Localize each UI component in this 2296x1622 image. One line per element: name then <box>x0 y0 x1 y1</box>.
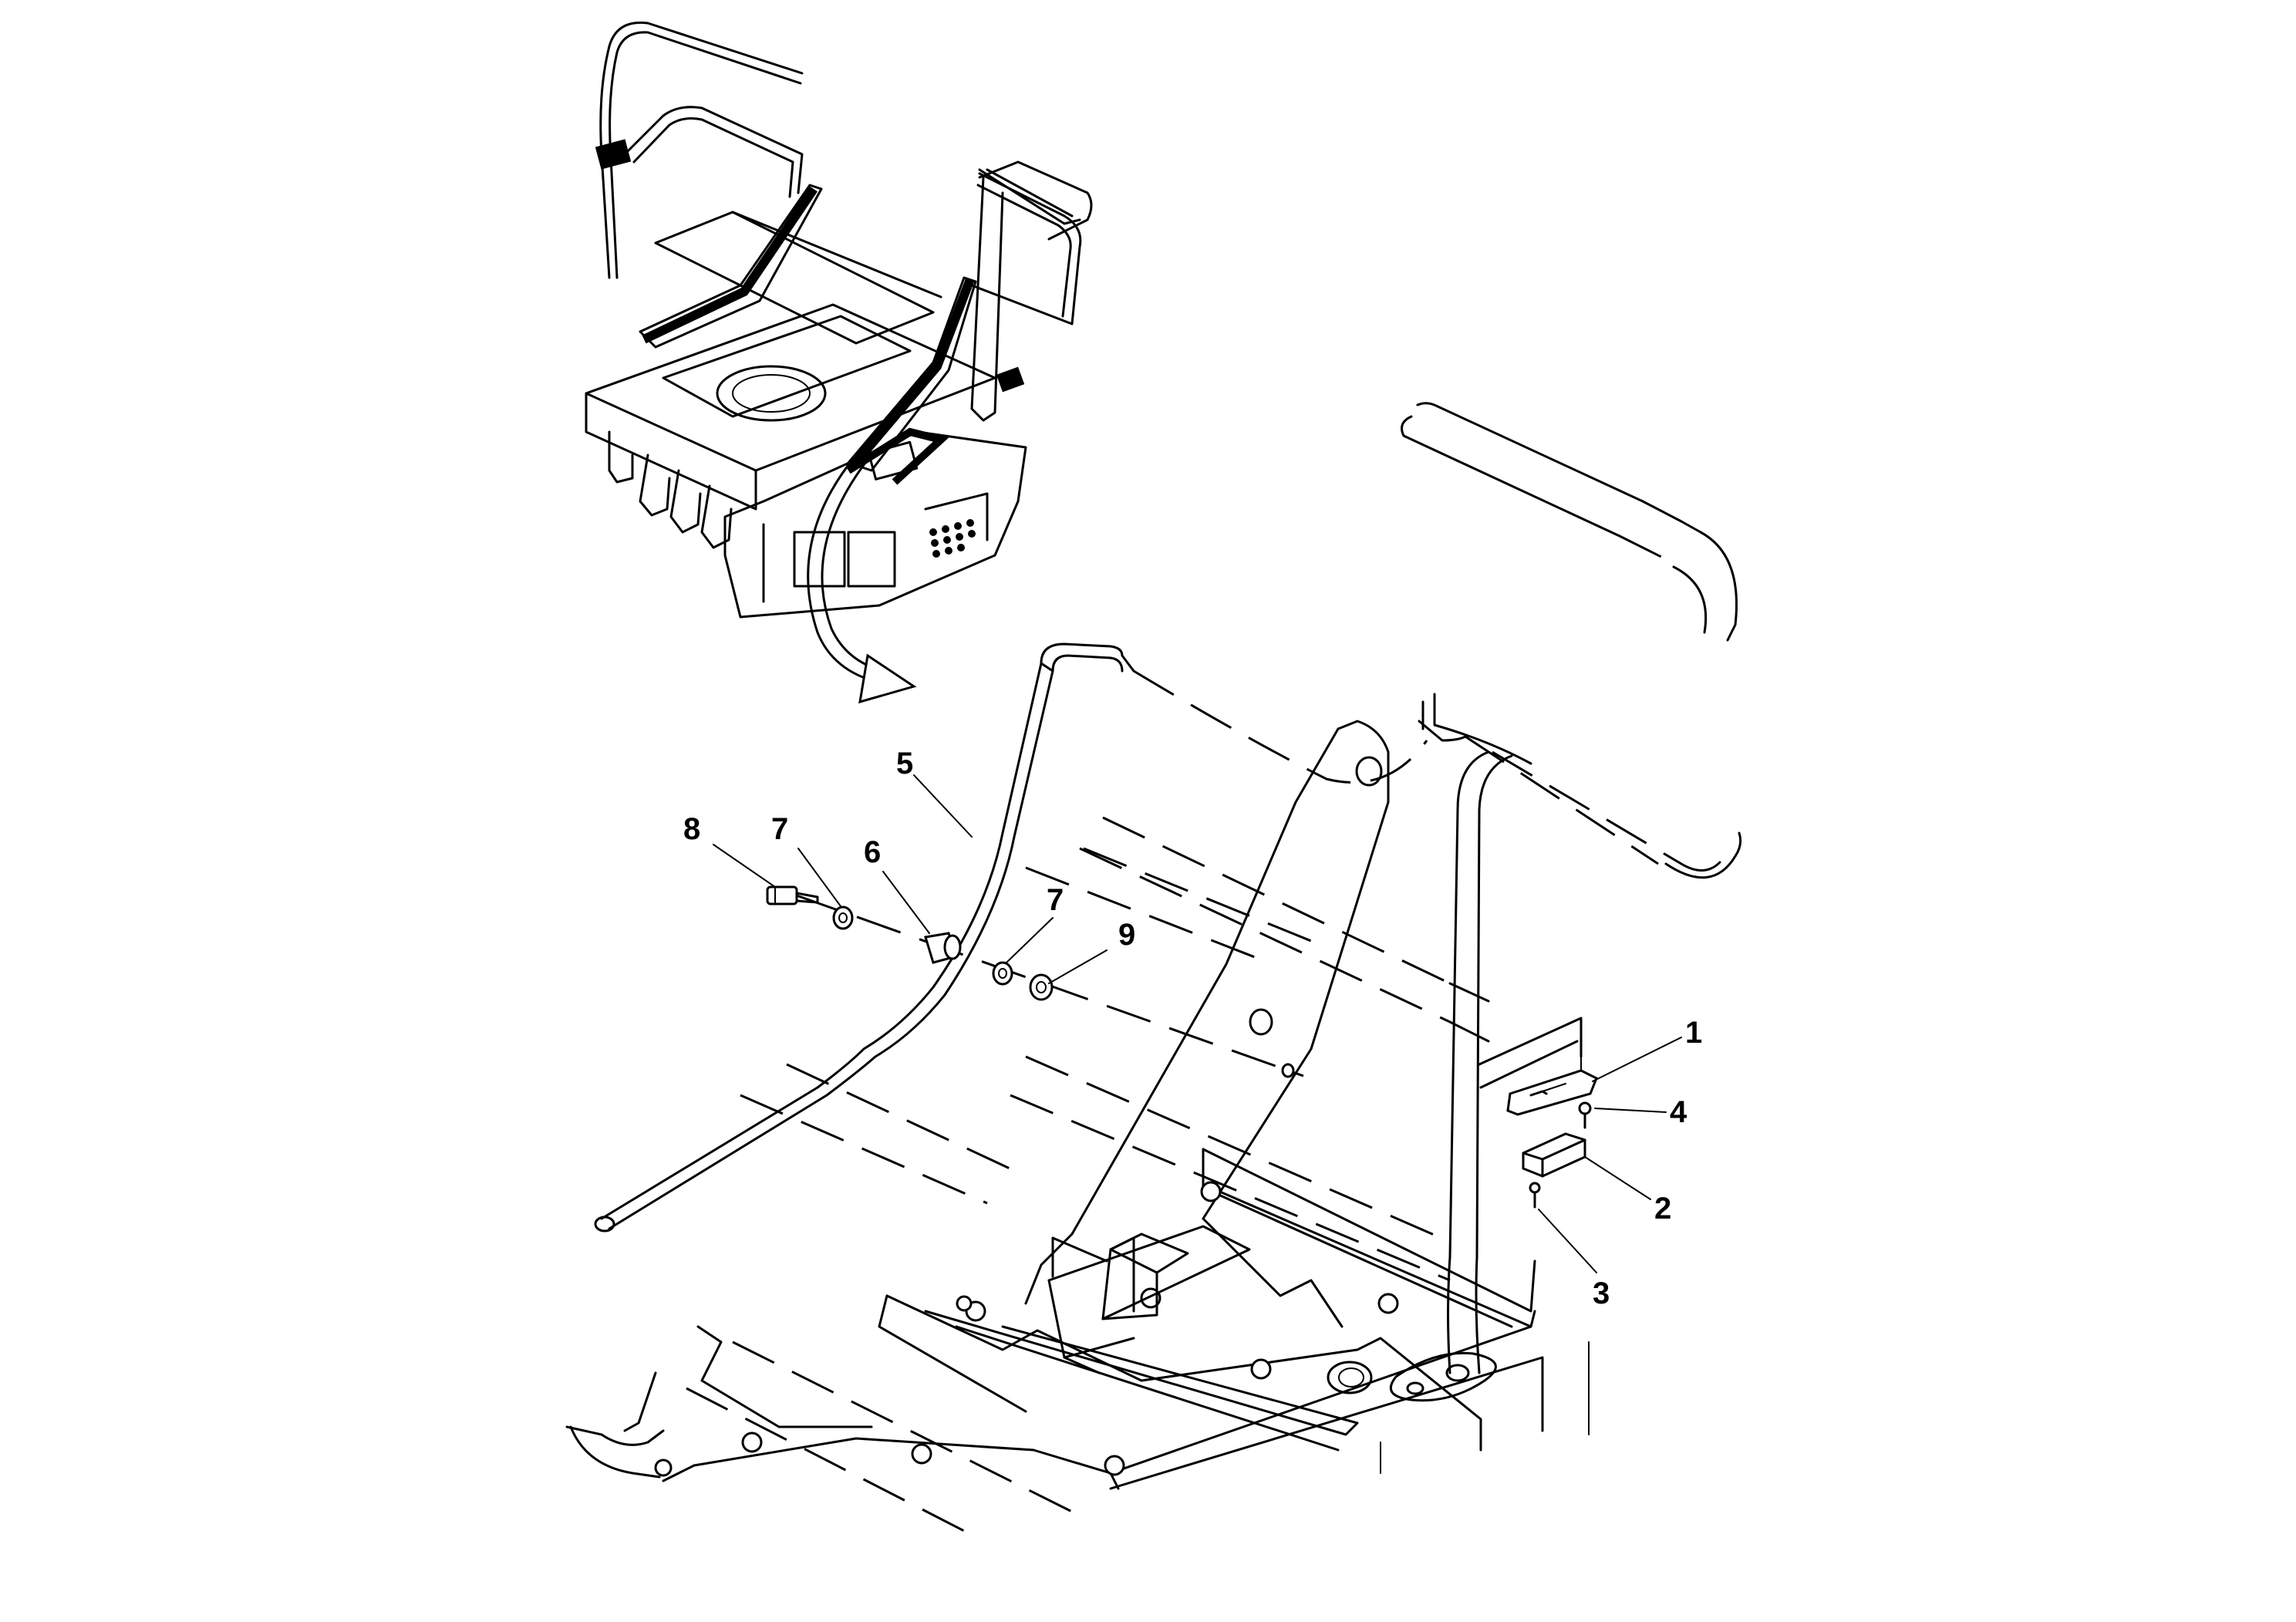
screw-part-3 <box>1529 1182 1541 1209</box>
callout-9: 9 <box>1118 918 1135 952</box>
mount-block-part-2 <box>1522 1132 1586 1178</box>
callout-4: 4 <box>1670 1095 1687 1129</box>
callout-6: 6 <box>864 835 881 869</box>
callout-3: 3 <box>1593 1276 1610 1310</box>
washer-part-7b <box>992 961 1013 986</box>
callout-leaders <box>713 774 1682 1273</box>
inset-machine-view <box>585 21 1093 704</box>
rod-part-5 <box>594 642 1135 1233</box>
callout-5: 5 <box>896 747 913 781</box>
screw-part-4 <box>1578 1101 1592 1129</box>
nut-part-9 <box>1029 973 1054 1001</box>
callout-7-right: 7 <box>1047 883 1064 917</box>
main-detail-view <box>565 402 1742 1536</box>
callout-1: 1 <box>1685 1016 1702 1050</box>
callout-8: 8 <box>683 812 700 846</box>
bolt-part-8 <box>766 885 819 905</box>
bracket-plate-part-1 <box>1506 1069 1598 1116</box>
keypad-grid <box>929 519 976 558</box>
washer-part-7a <box>832 905 854 930</box>
sleeve-part-6 <box>924 932 962 964</box>
base-bolts <box>654 1181 1399 1477</box>
callout-2: 2 <box>1654 1192 1671 1226</box>
callout-labels: 1 2 3 4 5 6 7 7 8 9 <box>683 747 1702 1310</box>
callout-7-left: 7 <box>771 812 788 846</box>
